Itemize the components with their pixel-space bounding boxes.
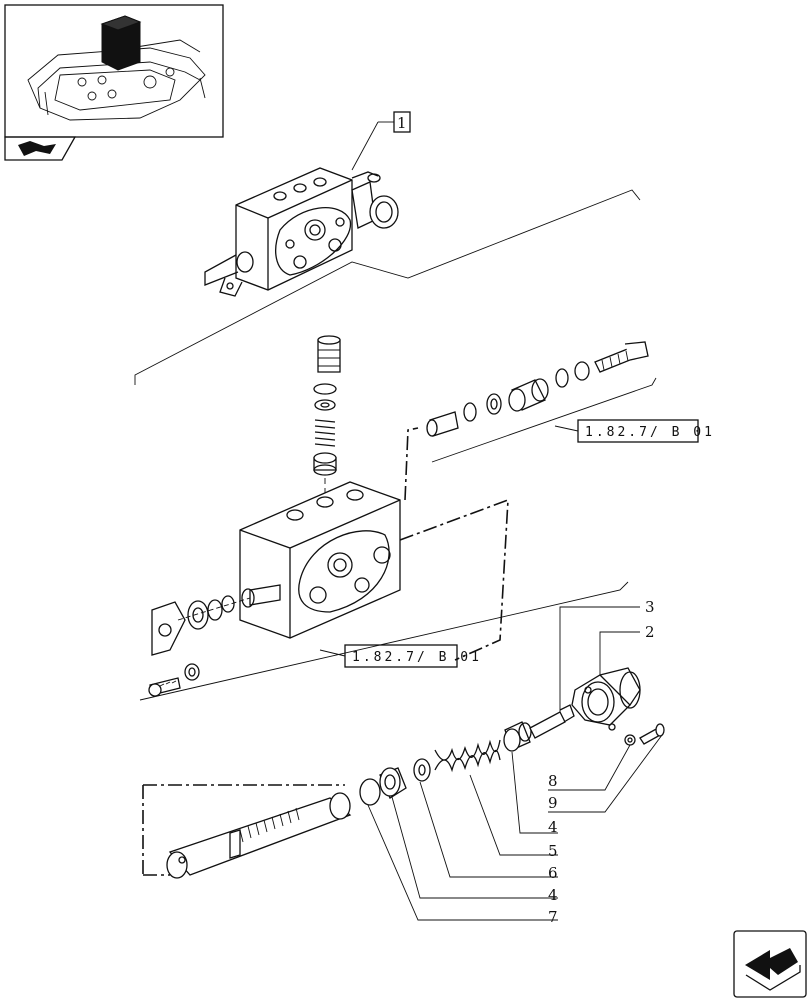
callout-7: 7 [548, 908, 558, 926]
ref-label-upper[interactable]: 1.82.7/ B 01 [554, 419, 715, 443]
detent-spool-stack [313, 335, 341, 500]
guide-line-top [134, 189, 641, 385]
valve-section-body [239, 481, 401, 639]
svg-text:1: 1 [397, 114, 407, 132]
callout-3: 3 [645, 598, 655, 616]
next-page-arrow-icon[interactable] [733, 930, 807, 998]
callouts: 3 2 8 9 4 5 6 4 7 [367, 598, 663, 926]
relief-valve-parts [426, 341, 649, 437]
dashed-link-upper [404, 427, 419, 501]
callout-6: 6 [548, 864, 558, 882]
main-spool [166, 792, 352, 879]
callout-5: 5 [548, 842, 558, 860]
svg-text:1.82.7/ B 01: 1.82.7/ B 01 [585, 425, 715, 440]
dashed-frame-spool [142, 784, 345, 876]
callout-8: 8 [548, 772, 558, 790]
dashed-link-right [399, 498, 509, 661]
guide-line-right [431, 377, 657, 463]
callout-9: 9 [548, 794, 558, 812]
cap-screw-and-washer [624, 723, 665, 746]
tractor-thumbnail[interactable] [4, 4, 224, 138]
book-icon[interactable] [4, 136, 77, 161]
centering-spring-parts [359, 704, 575, 806]
spool-end-parts [148, 588, 255, 697]
callout-4-lower: 4 [548, 886, 558, 904]
callout-4-upper: 4 [548, 818, 558, 836]
callout-1: 1 [351, 111, 411, 171]
valve-assembly-top [204, 167, 399, 297]
guide-line-middle [139, 581, 629, 701]
callout-2: 2 [645, 623, 655, 641]
svg-text:1.82.7/ B 01: 1.82.7/ B 01 [352, 650, 482, 665]
end-cap [571, 667, 641, 731]
ref-label-lower[interactable]: 1.82.7/ B 01 [319, 644, 482, 668]
